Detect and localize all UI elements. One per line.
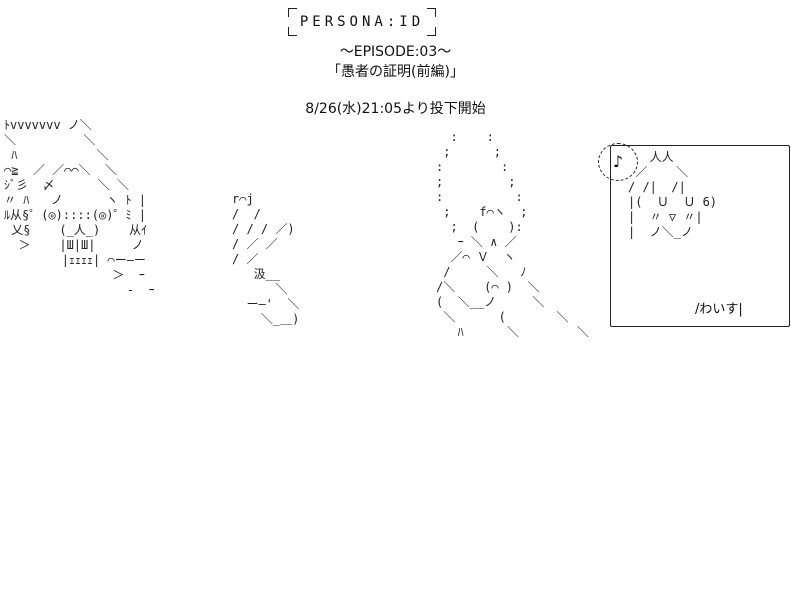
logo-bracket-bottom-left [288,27,297,36]
episode-label: 〜EPISODE:03〜 [339,44,452,60]
logo-bracket-top-right [427,8,436,17]
ascii-art-character-left: ﾄvvvvvvv ノ＼ ＼ ＼ ﾊ ＼ ⌒≧ ／ ／⌒⌒＼ ＼ ｼﾞ彡 〆 ＼ … [4,118,155,297]
logo-bracket-bottom-right [427,27,436,36]
ascii-art-hand-holding-card: : : ; ; : : ; ; : : ; f⌒ヽ ; ; ( ): ｰ ＼ ∧… [436,130,589,339]
schedule-text: 8/26(水)21:05より投下開始 [305,101,486,117]
logo-text: PERSONA:ID [299,14,425,30]
episode-title: 「愚者の証明(前編)」 [327,64,464,80]
character-badge-frame [610,145,790,327]
badge-caption: /わいす| [695,302,743,317]
series-logo: PERSONA:ID [288,8,436,36]
ascii-art-hand-left: r⌒j / / / / / ／) / ／ ／ / ／ 汲__ ＼ ー―' ＼ ＼… [232,192,300,326]
logo-bracket-top-left [288,8,297,17]
music-note-icon: ♪ [598,143,638,181]
ascii-art-badge-face: 人人 ／ ＼ / /| /| |( Ｕ Ｕ 6) | 〃 ▽ 〃| | ノ＼_ノ [628,150,718,239]
